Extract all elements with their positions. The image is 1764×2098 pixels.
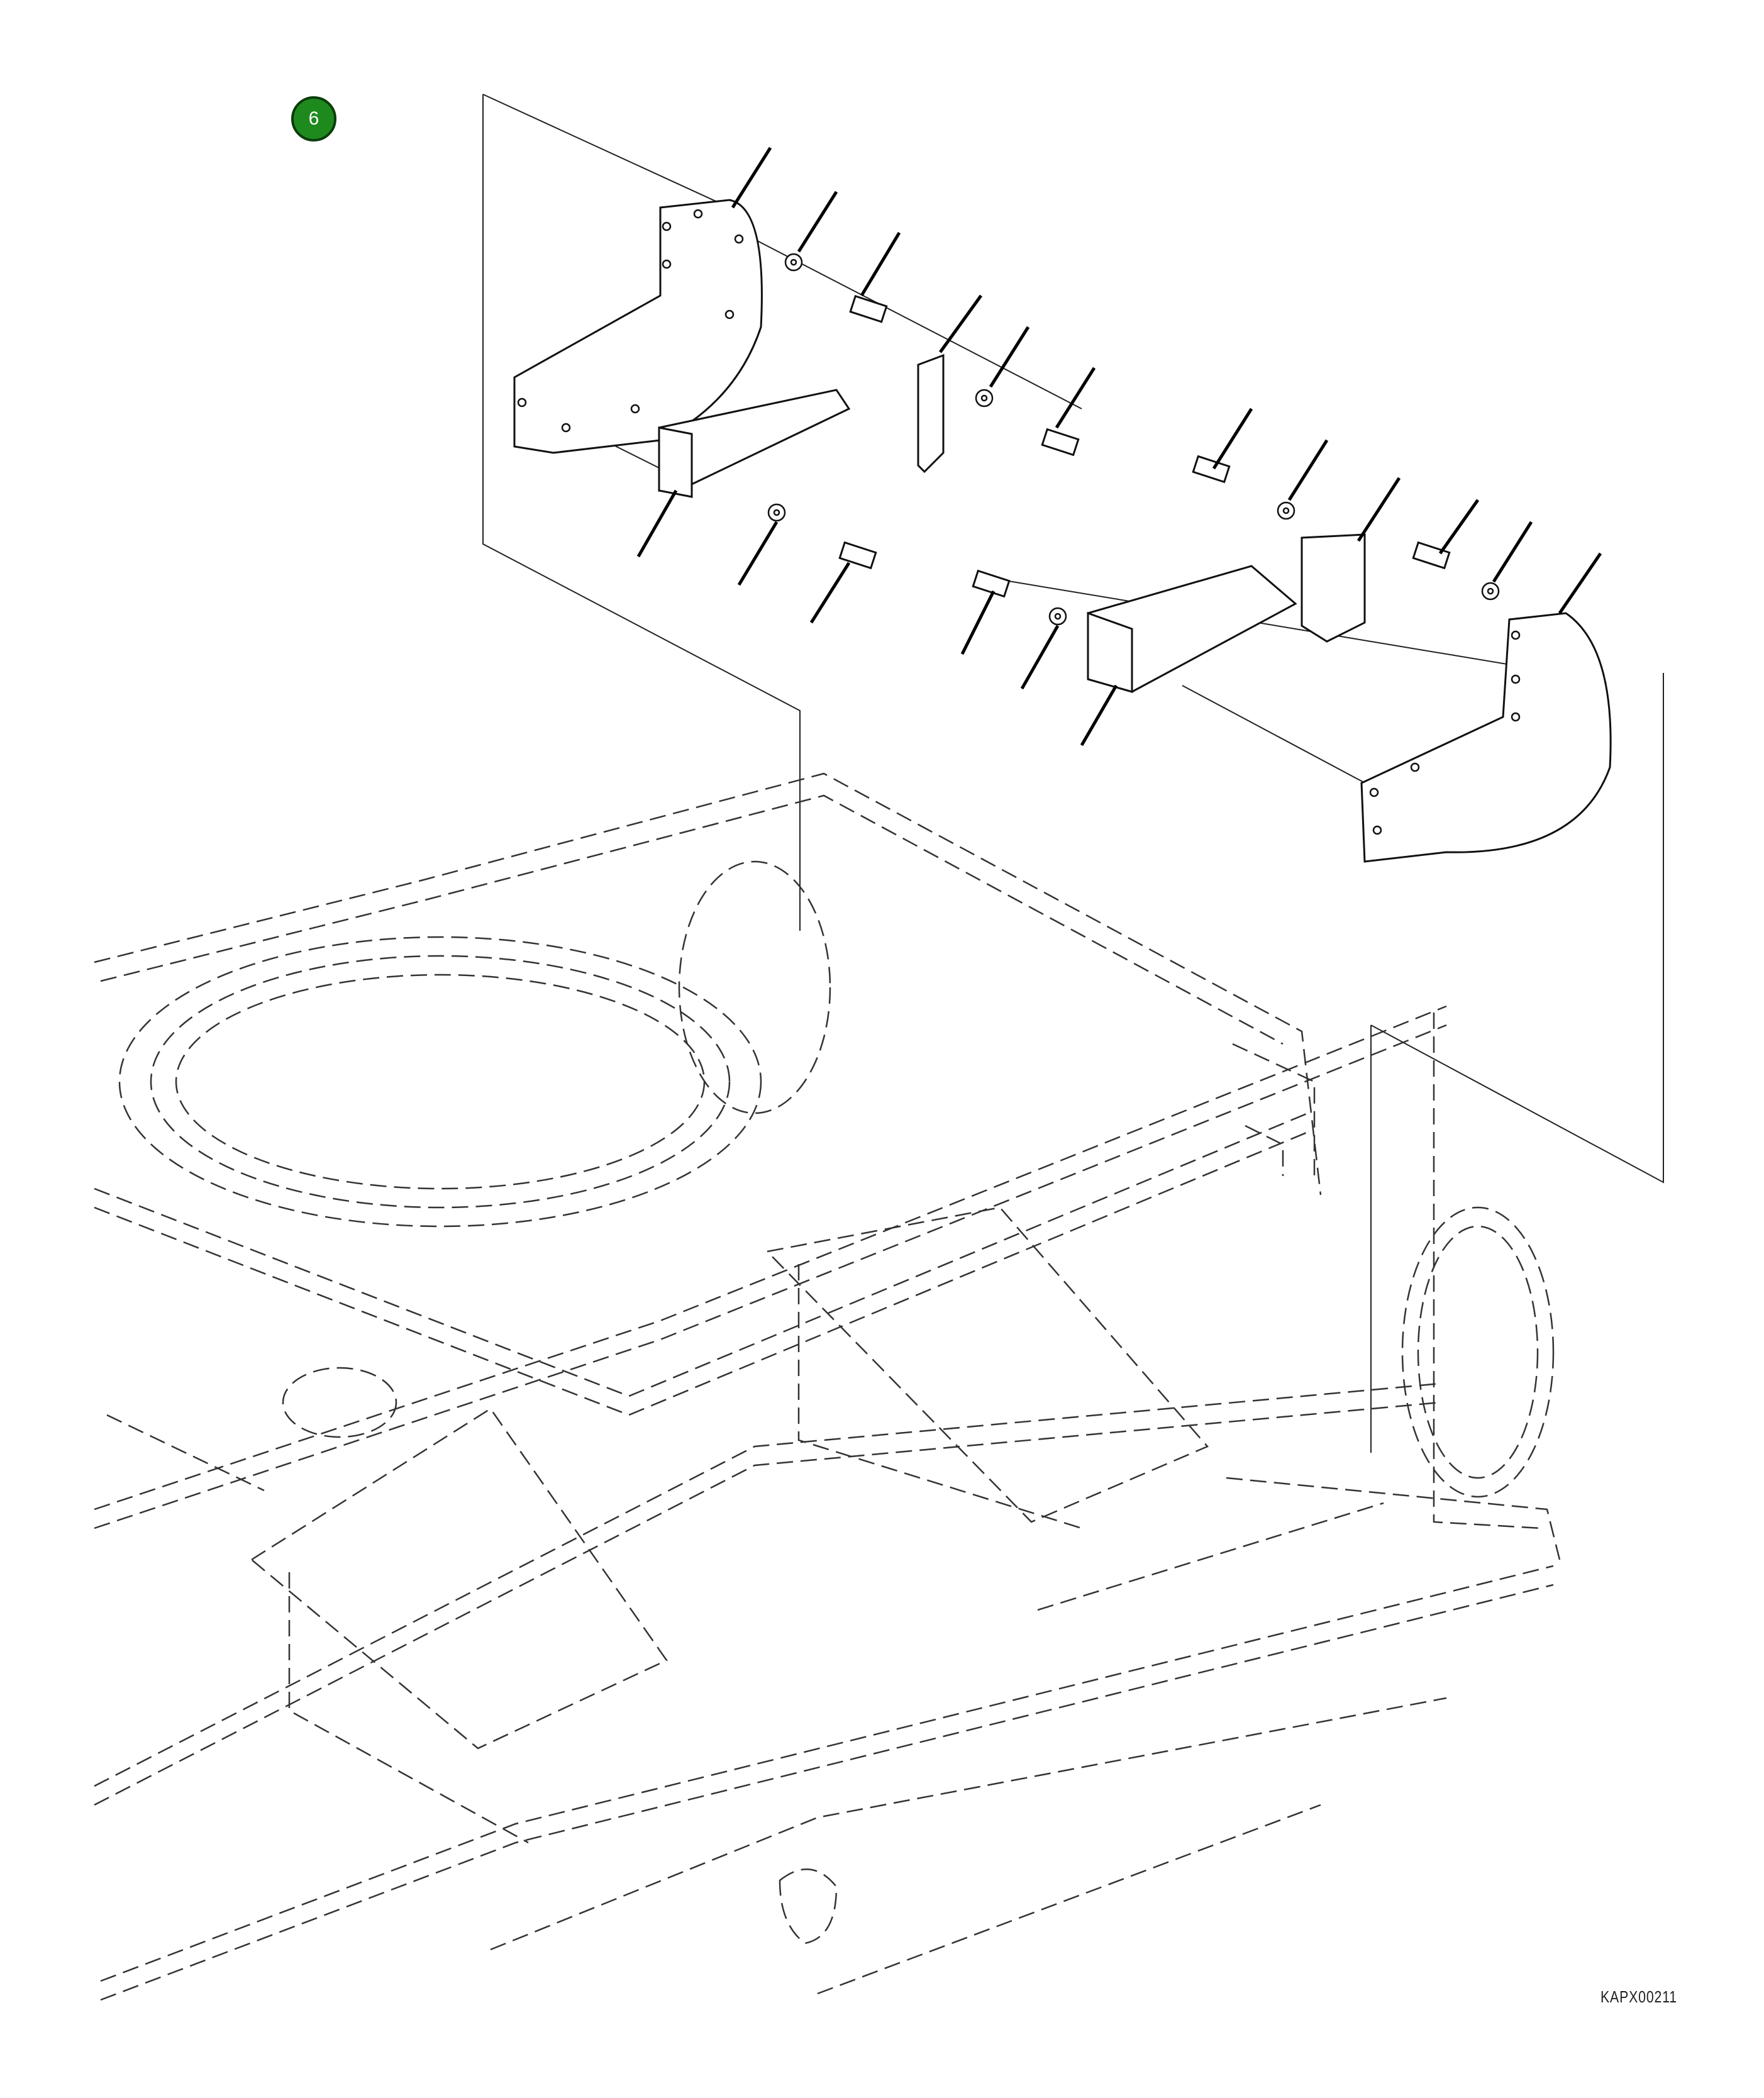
small-right-bracket: [1301, 533, 1366, 643]
phantom-machine-frame: [94, 772, 1561, 2001]
right-angle-bracket: [1087, 565, 1297, 693]
callout-leader-lines: [636, 147, 1602, 747]
bolts-and-washers: [767, 253, 1500, 626]
small-center-bracket: [917, 353, 945, 474]
left-channel-bar: [658, 389, 851, 498]
step-number-badge: 6: [291, 96, 336, 142]
right-cover-plate: [1360, 612, 1612, 863]
drawing-code: KAPX00211: [1600, 1987, 1677, 2006]
